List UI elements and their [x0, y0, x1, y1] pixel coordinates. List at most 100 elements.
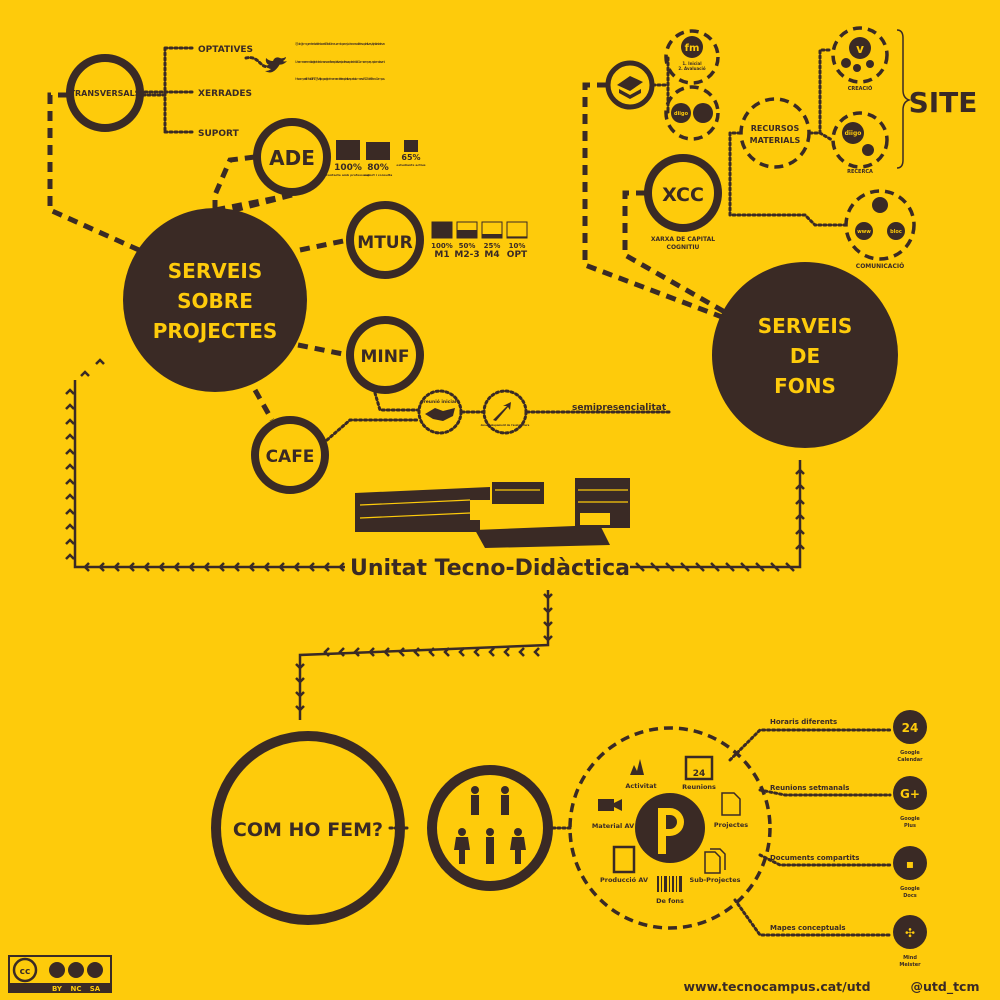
module-name: M1 [434, 250, 449, 260]
ade-node[interactable]: ADE [253, 118, 331, 196]
twitter-icon [693, 103, 713, 123]
cafe-node[interactable]: CAFE [251, 416, 329, 494]
chevron-icon [65, 463, 75, 470]
branch-xerrades: XERRADES [198, 89, 252, 99]
chevron-icon [65, 553, 75, 560]
chevron-icon [188, 562, 195, 572]
chevron-icon [65, 508, 75, 515]
chevron-icon [158, 562, 165, 572]
chevron-icon [203, 562, 210, 572]
chevron-icon [665, 562, 675, 572]
serveis-sobre-projectes-node[interactable]: SERVEIS SOBRE PROJECTES [123, 208, 307, 392]
chevron-icon [65, 433, 75, 440]
ade-stat-value: 65% [401, 153, 420, 162]
development-badge: desenvolupament de l'assignatura [481, 389, 530, 435]
chevron-icon [795, 483, 805, 490]
pinterest-icon [866, 60, 874, 68]
cc-license-badge[interactable]: cc BY NC SA [8, 955, 112, 993]
building-illustration [355, 478, 630, 548]
diigo-label: diigo [845, 130, 862, 137]
module-box [506, 221, 528, 239]
transversals-label: TRANSVERSALS [70, 89, 141, 98]
tool-glyph: G+ [900, 787, 920, 801]
chevron-icon [383, 647, 390, 657]
youtube-icon [841, 58, 851, 68]
tool-topic: Mapes conceptuals [770, 924, 846, 932]
serveis-de-fons-node[interactable]: SERVEIS DE FONS [712, 262, 898, 448]
chevron-icon [128, 562, 135, 572]
tool-glyph: ▪ [906, 857, 914, 871]
license-term: NC [71, 985, 82, 993]
xcc-caption: XARXA DE CAPITAL [651, 236, 715, 243]
branch-optatives: OPTATIVES [198, 45, 253, 55]
tool-name: Docs [903, 893, 917, 899]
team-node[interactable] [427, 765, 553, 891]
mtur-node[interactable]: MTUR [346, 201, 424, 279]
chevron-icon [695, 562, 705, 572]
tool-name: Meister [899, 962, 921, 968]
moodle-step: 1. Inicial [682, 61, 702, 66]
chevron-icon [143, 562, 150, 572]
activity-icon [630, 759, 644, 775]
recursos-materials-node[interactable]: RECURSOS MATERIALS [739, 97, 811, 169]
footer-url[interactable]: www.tecnocampus.cat/utd [683, 979, 870, 994]
module-name: M2-3 [454, 250, 479, 260]
tool-name: Mind [903, 955, 917, 961]
site-label: SITE [909, 86, 978, 119]
by-icon [49, 962, 65, 978]
group-label: CREACIÓ [848, 85, 873, 92]
group-icon [336, 140, 360, 160]
minf-node[interactable]: MINF [346, 316, 424, 394]
chevron-icon [218, 562, 225, 572]
chevron-icon [543, 635, 553, 642]
chevron-icon [795, 543, 805, 550]
ade-stat-value: 100% [334, 163, 362, 173]
branch-suport: SUPORT [198, 129, 240, 139]
chevron-icon [338, 647, 345, 657]
chevron-icon [295, 705, 305, 712]
tool-topic: Documents compartits [770, 854, 859, 862]
chevron-icon [428, 647, 435, 657]
tools-group: diigo [664, 85, 720, 141]
chevron-icon [353, 647, 360, 657]
chevron-icon [293, 562, 300, 572]
node-title-line: PROJECTES [153, 319, 278, 343]
p-logo-icon [658, 808, 684, 854]
cc-logo-text: cc [20, 967, 31, 977]
tool-name: Calendar [897, 757, 923, 763]
handshake-icon [425, 408, 455, 421]
chevron-icon [795, 498, 805, 505]
diigo-icon: diigo [674, 111, 689, 117]
tool-topic: Reunions setmanals [770, 784, 849, 792]
tool-icon [893, 776, 927, 810]
connectors [47, 46, 892, 937]
platform-item: De fons [656, 897, 684, 905]
chevron-icon [308, 562, 315, 572]
transversals-node[interactable]: TRANSVERSALS [66, 54, 144, 132]
node-title-line: DE [790, 344, 820, 368]
creacio-group: v CREACIÓ [831, 26, 889, 92]
module-name: OPT [507, 250, 528, 260]
learning-platform-node[interactable] [605, 60, 655, 110]
module-percent: 25% [484, 242, 501, 250]
chevron-icon [710, 562, 720, 572]
tool-icon [893, 915, 927, 949]
chevron-icon [233, 562, 240, 572]
chevron-icon [323, 647, 330, 657]
tweet-note: @utd_tcm gran treball elaborat l'Abril A… [295, 42, 385, 46]
chevron-icon [65, 418, 75, 425]
footer-handle[interactable]: @utd_tcm [911, 979, 980, 995]
center-title: Unitat Tecno-Didàctica [350, 556, 630, 581]
chevron-icon [295, 677, 305, 684]
chevron-icon [398, 647, 405, 657]
xcc-node[interactable]: XCC [644, 154, 722, 232]
com-ho-fem-node[interactable]: COM HO FEM? [211, 731, 405, 925]
tool-name: Google [900, 886, 920, 892]
tweet-note: Ha compartit Molt útil! RT @Vetjoqp: ori… [295, 77, 385, 81]
site-bracket [896, 29, 912, 169]
